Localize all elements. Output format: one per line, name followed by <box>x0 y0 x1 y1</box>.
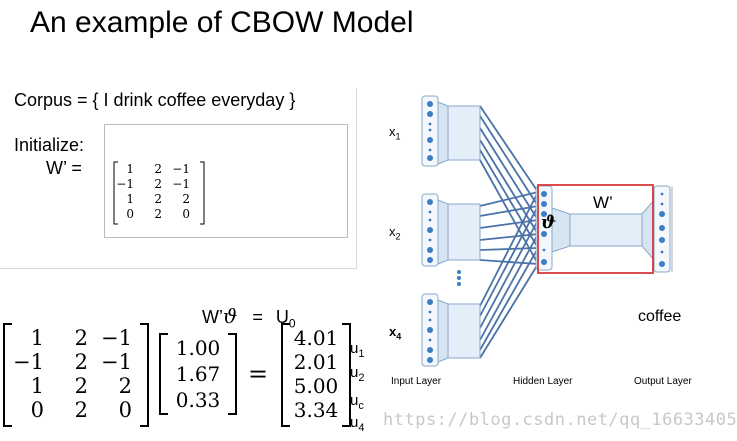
input-layer-label: Input Layer <box>391 376 442 387</box>
result-cell: 5.00 <box>293 374 339 398</box>
matrix-cell: 2 <box>154 192 162 206</box>
matrix-cell: 2 <box>182 192 190 206</box>
w-prime-matrix-box <box>104 124 348 238</box>
matrix-brackets <box>3 323 351 427</box>
big-matrix-cell: −1 <box>101 326 132 350</box>
uc-label: uc <box>350 392 364 412</box>
u2-label: u2 <box>350 364 365 384</box>
input-node-column <box>421 95 439 167</box>
big-matrix-cell: −1 <box>13 350 44 374</box>
matrix-cell: 2 <box>154 162 162 176</box>
w-prime-network-label: W’ <box>593 193 613 212</box>
output-weight-box <box>569 213 643 247</box>
big-matrix-cell: 0 <box>118 398 132 422</box>
input-node-column <box>421 293 439 367</box>
input-weight-box <box>447 105 481 161</box>
w-prime-matrix-cells: 1 2 −1 −1 2 −1 1 2 2 0 2 0 <box>104 124 224 236</box>
result-cell: 4.01 <box>293 326 339 350</box>
big-matrix-cell: 0 <box>30 398 44 422</box>
slide-title: An example of CBOW Model <box>30 6 414 39</box>
matrix-cell: −1 <box>172 162 190 176</box>
cbow-network-diagram <box>421 95 673 367</box>
divider-line <box>356 88 357 269</box>
input-node-column <box>421 193 439 267</box>
ellipsis-dot <box>457 282 461 286</box>
connection-lines <box>479 105 539 359</box>
result-cell: 3.34 <box>293 398 339 422</box>
ellipsis-dot <box>457 276 461 280</box>
divider-line <box>0 268 356 269</box>
equation-rhs-sub: 0 <box>288 316 296 331</box>
ellipsis-dot <box>457 270 461 274</box>
w-prime-highlight-box <box>537 184 654 274</box>
matrix-cell: −1 <box>172 177 190 191</box>
matrix-cell: 0 <box>126 207 134 221</box>
equation: W’ϑ = U0 <box>202 304 296 331</box>
output-layer-label: Output Layer <box>634 376 692 387</box>
big-matrix-cell: 2 <box>74 374 88 398</box>
result-cell: 2.01 <box>293 350 339 374</box>
matrix-product: 1 2 −1 −1 2 −1 1 2 2 0 2 0 1.00 1.67 0.3… <box>0 320 380 430</box>
w-prime-label: W’ = <box>46 158 82 178</box>
equation-rhs: U <box>275 307 289 327</box>
vector-cell: 1.67 <box>175 362 221 386</box>
equals-sign: = <box>248 360 269 388</box>
matrix-cell: 2 <box>154 177 162 191</box>
matrix-cell: 1 <box>126 162 134 176</box>
matrix-cell: −1 <box>116 177 134 191</box>
big-matrix-cell: 1 <box>30 374 44 398</box>
vector-cell: 0.33 <box>175 388 221 412</box>
input-weight-box <box>447 303 481 359</box>
big-matrix-cell: 1 <box>30 326 44 350</box>
vector-cell: 1.00 <box>175 336 221 360</box>
u1-label: u1 <box>350 340 365 360</box>
input-weight-box <box>447 203 481 261</box>
big-matrix-cell: 2 <box>74 326 88 350</box>
theta-network-label: ϑ <box>541 212 557 233</box>
big-matrix-cell: −1 <box>101 350 132 374</box>
corpus-text: Corpus = { I drink coffee everyday } <box>14 90 296 110</box>
output-word-label: coffee <box>638 308 682 325</box>
big-matrix-cell: 2 <box>74 398 88 422</box>
equation-equals: = <box>252 307 263 327</box>
initialize-label: Initialize: <box>14 135 85 155</box>
theta-symbol: ϑ <box>223 304 238 328</box>
matrix-cell: 1 <box>126 192 134 206</box>
output-node-column <box>653 185 671 273</box>
big-matrix-cell: 2 <box>118 374 132 398</box>
x2-label: x2 <box>389 224 401 242</box>
x4-label: x4 <box>389 324 402 342</box>
matrix-cell: 2 <box>154 207 162 221</box>
equation-lhs: W’ <box>202 307 223 327</box>
w-prime-matrix <box>113 161 205 225</box>
watermark-url: https://blog.csdn.net/qq_16633405 <box>383 410 737 430</box>
u4-label: u4 <box>350 414 365 434</box>
x1-label: x1 <box>389 124 401 142</box>
matrix-cell: 0 <box>182 207 190 221</box>
big-matrix-cell: 2 <box>74 350 88 374</box>
hidden-layer-label: Hidden Layer <box>513 376 573 387</box>
